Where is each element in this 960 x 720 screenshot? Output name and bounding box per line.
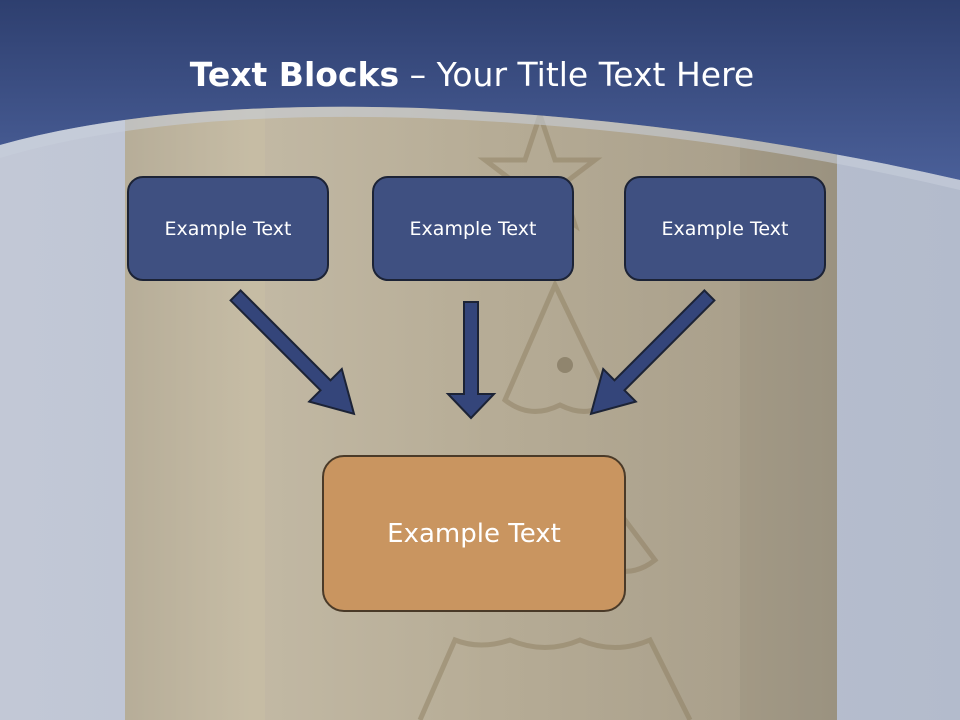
text-block-right-label: Example Text (661, 217, 789, 240)
text-block-left: Example Text (127, 176, 329, 281)
text-block-bottom: Example Text (322, 455, 626, 612)
arrow-right-diagonal (589, 288, 716, 416)
arrow-left-diagonal (229, 288, 356, 416)
text-block-right: Example Text (624, 176, 826, 281)
title-regular-part: Your Title Text Here (436, 55, 755, 94)
title-bold-part: Text Blocks (189, 55, 400, 94)
title-dash: – (399, 55, 437, 94)
text-block-left-label: Example Text (164, 217, 292, 240)
text-block-center: Example Text (372, 176, 574, 281)
arrow-center-down (445, 301, 497, 420)
slide-title: Text Blocks – Your Title Text Here (0, 52, 944, 98)
text-block-center-label: Example Text (409, 217, 537, 240)
text-block-bottom-label: Example Text (387, 518, 561, 549)
